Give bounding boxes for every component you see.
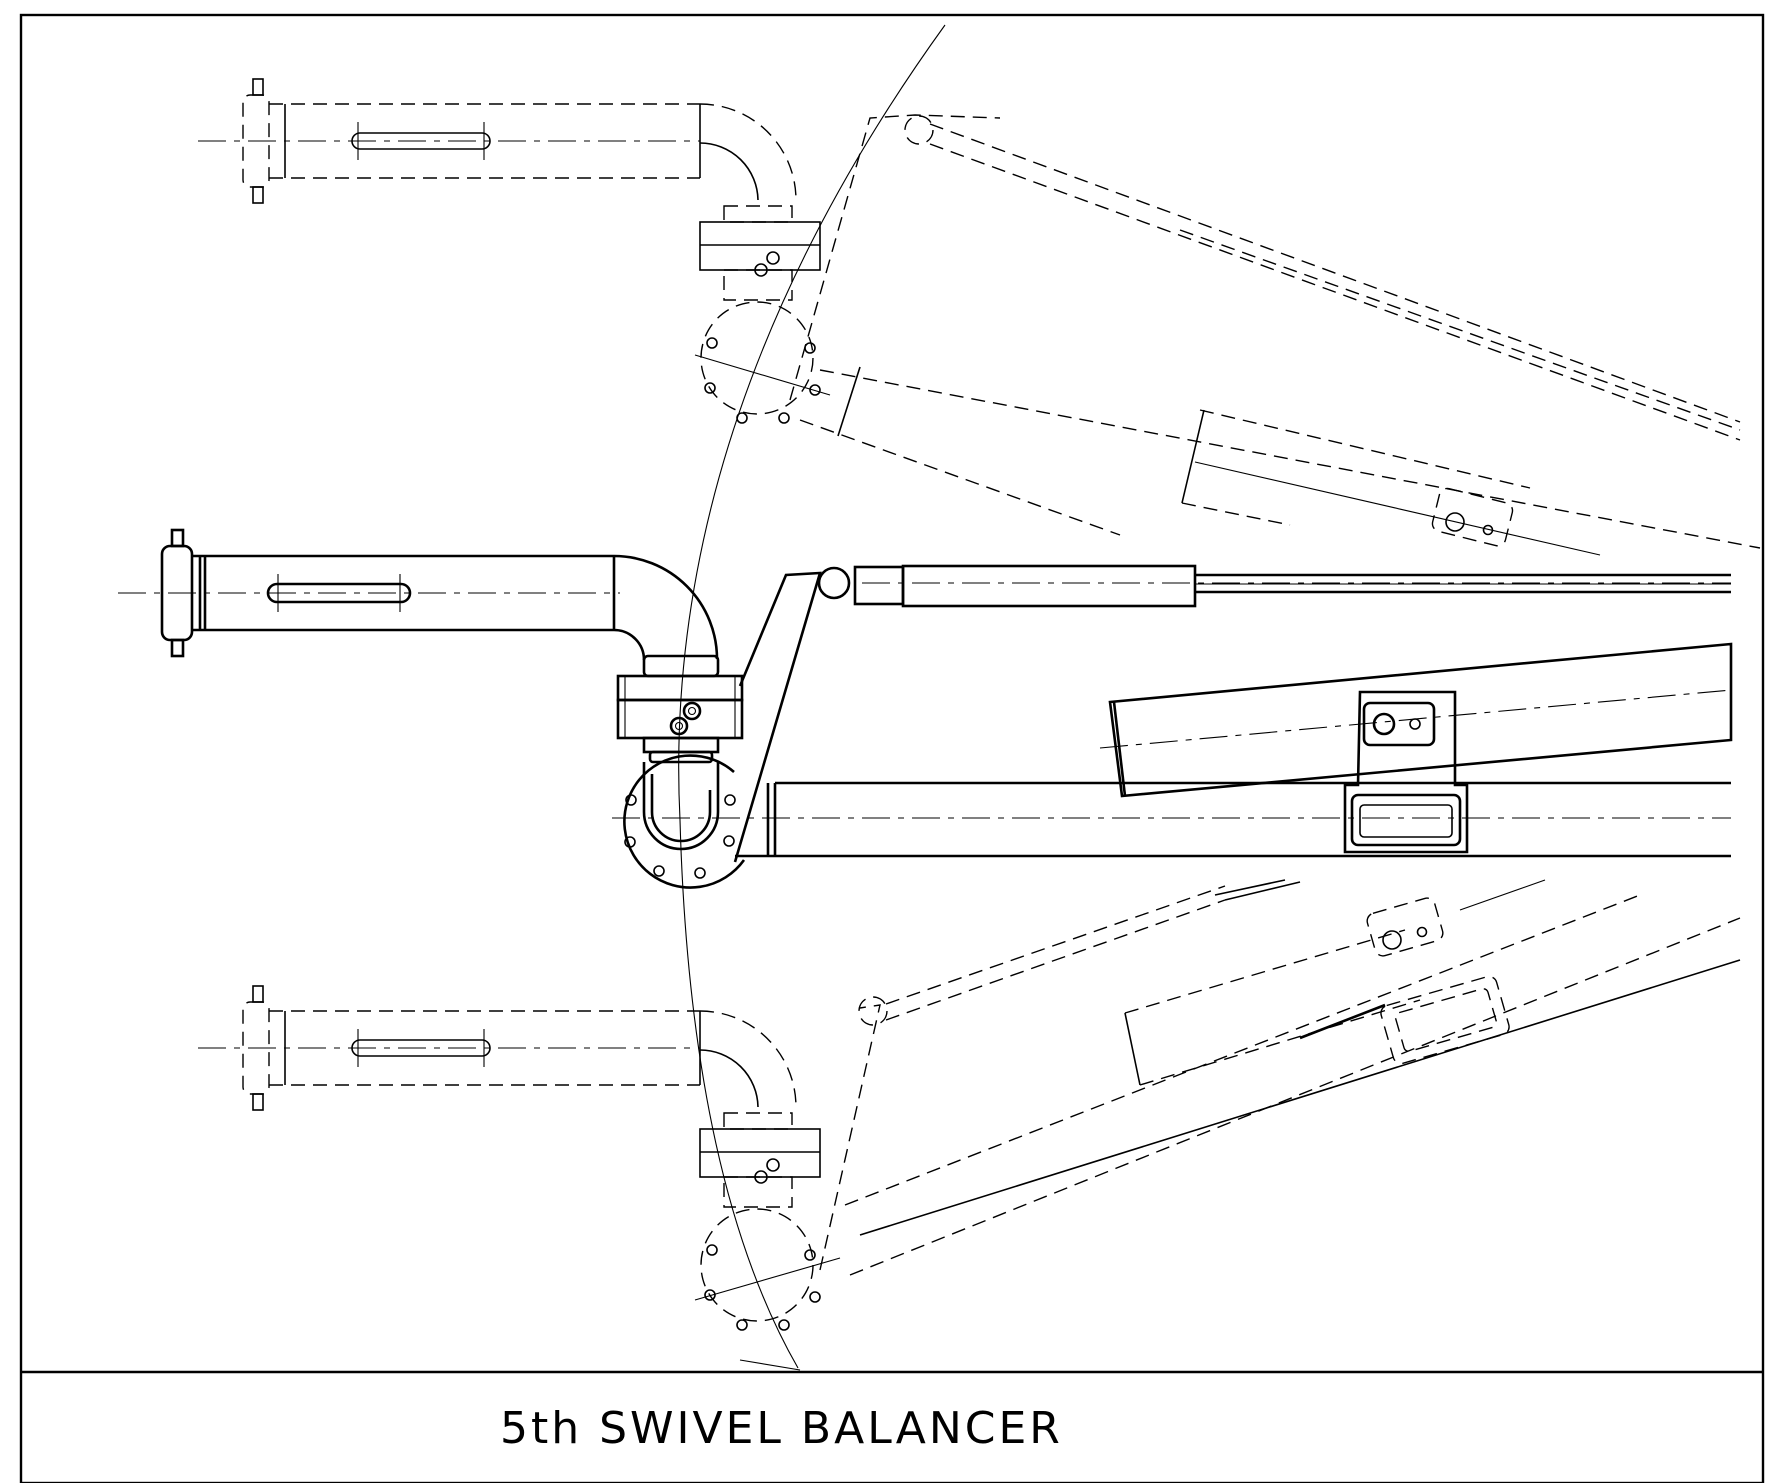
swing-arc — [678, 24, 946, 1369]
balancer-cylinder — [853, 564, 1731, 608]
counterweight-beam — [1108, 642, 1733, 798]
outboard-arm — [735, 781, 1731, 858]
swivel-joint — [616, 654, 744, 764]
pipe-elbow — [613, 554, 719, 660]
inlet-flange — [160, 528, 207, 658]
inlet-pipe — [192, 554, 616, 632]
upper-swivel-assembly — [198, 78, 1761, 556]
flange-bolt-icon — [624, 794, 736, 879]
lower-swivel-assembly — [198, 879, 1741, 1371]
drawing-border — [19, 13, 1765, 1483]
arm-linkage — [733, 566, 851, 863]
drawing-title: 5th SWIVEL BALANCER — [500, 1403, 1063, 1454]
center-swivel-assembly — [118, 24, 1733, 1369]
swivel-lower-flange — [623, 754, 746, 889]
clamp-bracket — [1343, 690, 1469, 854]
